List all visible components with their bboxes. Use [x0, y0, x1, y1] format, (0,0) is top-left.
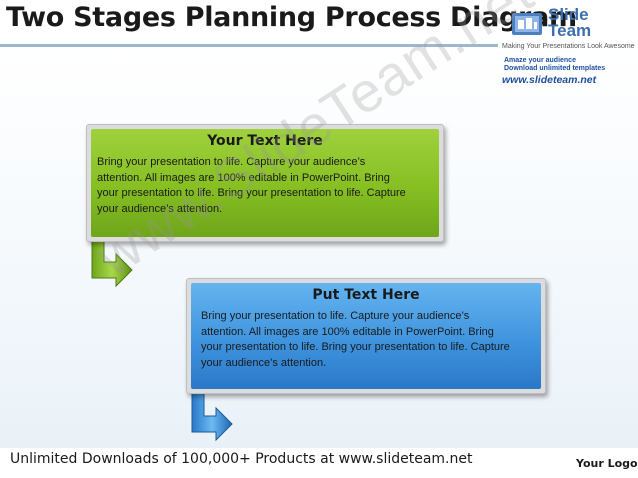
stage-2-line: your presentation to life. Bring your pr… — [201, 341, 510, 353]
stage-2-title: Put Text Here — [312, 287, 420, 303]
logo-brand-line2: Team — [548, 21, 592, 40]
stage-2-line: Bring your presentation to life. Capture… — [201, 310, 470, 322]
stage-2-line: your audience’s attention. — [201, 356, 327, 369]
stage-1-box[interactable]: Your Text Here Bring your presentation t… — [86, 124, 444, 242]
footer-logo-placeholder: Your Logo — [576, 457, 638, 470]
slideteam-logo-icon — [512, 13, 542, 35]
stage-1-line: your presentation to life. Bring your pr… — [97, 187, 406, 199]
page-title: Two Stages Planning Process Diagram — [6, 2, 577, 33]
stage-1-line: Bring your presentation to life. Capture… — [97, 156, 366, 168]
stage-1-line: your audience’s attention. — [97, 202, 223, 215]
stage-1-line: attention. All images are 100% editable … — [97, 171, 390, 184]
slideteam-logo[interactable]: Slide Team Making Your Presentations Loo… — [500, 3, 635, 93]
logo-promo-line2: Download unlimited templates — [504, 65, 606, 72]
title-underline — [0, 44, 498, 47]
stage-2-box[interactable]: Put Text Here Bring your presentation to… — [186, 278, 546, 394]
green-stage-arrow — [91, 231, 133, 288]
logo-brand-line1: Slide — [548, 5, 589, 24]
stage-2-body: Bring your presentation to life. Capture… — [201, 309, 510, 371]
stage-1-title: Your Text Here — [207, 133, 323, 149]
logo-tagline: Making Your Presentations Look Awesome — [502, 43, 635, 50]
logo-url[interactable]: www.slideteam.net — [502, 74, 597, 86]
stage-2-line: attention. All images are 100% editable … — [201, 325, 494, 338]
footer-downloads-text[interactable]: Unlimited Downloads of 100,000+ Products… — [10, 451, 473, 467]
stage-1-body: Bring your presentation to life. Capture… — [97, 155, 406, 217]
logo-promo-line1: Amaze your audience — [504, 57, 576, 64]
blue-stage-arrow — [191, 383, 233, 442]
